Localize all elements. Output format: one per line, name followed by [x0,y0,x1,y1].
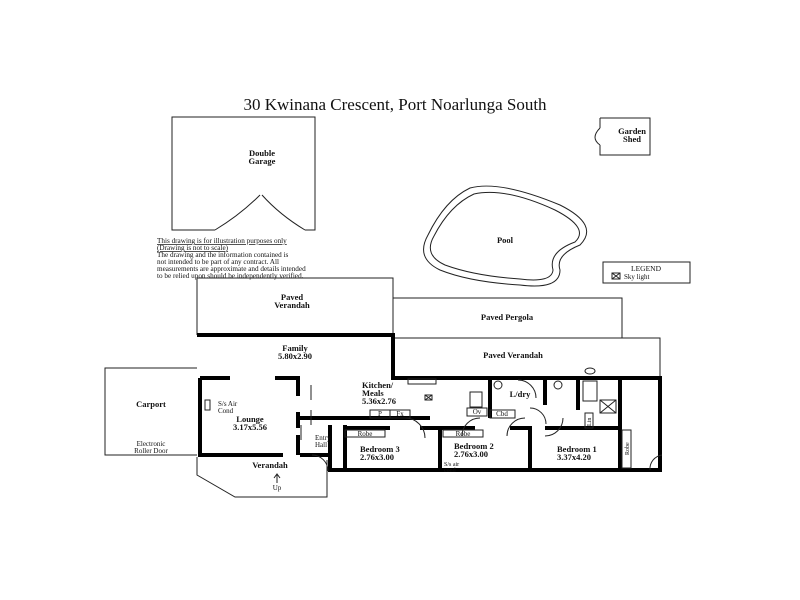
toilet-icon-2 [553,380,563,390]
svg-text:Cbd: Cbd [496,410,508,418]
fixtures [204,367,663,472]
svg-text:cond: cond [444,468,456,474]
svg-text:(Drawing is not to scale): (Drawing is not to scale) [157,244,229,252]
svg-text:Paved Pergola: Paved Pergola [481,312,534,322]
svg-text:Bedroom 2: Bedroom 2 [454,441,494,451]
svg-text:5.36x2.76: 5.36x2.76 [362,396,396,406]
bath-icon [582,380,598,402]
svg-text:This drawing is for illustrati: This drawing is for illustration purpose… [157,237,287,245]
plan-title: 30 Kwinana Crescent, Port Noarlunga Sout… [243,95,547,114]
svg-text:Robe: Robe [625,442,631,455]
legend: LEGEND Sky light [602,261,691,284]
svg-text:Meals: Meals [362,388,384,398]
svg-text:3.17x5.56: 3.17x5.56 [233,422,267,432]
svg-text:Carport: Carport [136,399,166,409]
svg-text:Verandah: Verandah [274,300,310,310]
garden-shed: Garden Shed [594,117,651,156]
svg-text:Kitchen/: Kitchen/ [362,380,394,390]
svg-text:Roller Door: Roller Door [134,447,168,455]
up-arrow-icon [273,473,281,483]
paved-verandah-right: Paved Verandah [393,337,661,378]
paved-verandah-top: Paved Verandah [196,277,394,338]
svg-text:Bedroom 1: Bedroom 1 [557,444,597,454]
room-family: Family 5.80x2.90 [278,343,312,361]
sink-icon [407,378,437,385]
skylight-icon [611,272,621,280]
svg-text:2.76x3.00: 2.76x3.00 [360,452,394,462]
svg-text:LEGEND: LEGEND [631,264,662,273]
room-bedroom-2: Robe Bedroom 2 2.76x3.00 S/s air cond [444,430,494,474]
svg-text:Paved Verandah: Paved Verandah [483,350,543,360]
svg-text:Entry: Entry [315,434,331,442]
house-walls [197,333,662,472]
room-kitchen: Kitchen/ Meals 5.36x2.76 P Fx Ov Cbd [362,380,516,419]
svg-text:Fx: Fx [396,410,404,418]
svg-text:measurements are approximate a: measurements are approximate and details… [157,265,306,273]
svg-text:Robe: Robe [456,430,471,438]
svg-text:3.37x4.20: 3.37x4.20 [557,452,591,462]
carport: Carport Electronic Roller Door [104,367,197,456]
room-entry-hall: Entry Hall [315,434,331,449]
hws-icon [584,367,596,375]
svg-text:2.76x3.00: 2.76x3.00 [454,449,488,459]
svg-text:S/s air: S/s air [444,462,459,468]
paved-pergola: Paved Pergola [393,297,623,338]
svg-text:Hall: Hall [315,441,327,449]
cooktop-icon [469,391,483,408]
toilet-icon [493,380,503,390]
room-bedroom-3: Robe Bedroom 3 2.76x3.00 [358,430,400,462]
shower-icon [599,399,617,414]
room-laundry: L/dry [510,389,532,399]
svg-text:5.80x2.90: 5.80x2.90 [278,351,312,361]
svg-text:Family: Family [282,343,308,353]
svg-text:Up: Up [273,484,282,492]
svg-text:Lounge: Lounge [236,414,264,424]
svg-text:Cond: Cond [218,407,234,415]
skylight-icon-kitchen [424,394,433,401]
svg-text:to be relied upon should be in: to be relied upon should be independentl… [157,272,304,280]
front-verandah: Verandah Up [196,457,328,498]
svg-text:S/s Air: S/s Air [218,400,238,408]
room-bedroom-1: Lin Robe Bedroom 1 3.37x4.20 [557,412,632,469]
svg-text:Sky light: Sky light [624,273,650,281]
svg-text:Paved: Paved [281,292,303,302]
svg-text:P: P [378,410,382,418]
svg-text:Double: Double [249,148,275,158]
svg-text:Shed: Shed [623,134,641,144]
svg-text:Verandah: Verandah [252,460,288,470]
double-garage: Double Garage [171,116,316,231]
svg-text:Garden: Garden [618,126,646,136]
svg-text:not intended to be part of any: not intended to be part of any contract.… [157,258,279,266]
pool: Pool [423,185,588,287]
svg-text:Pool: Pool [497,235,514,245]
svg-text:Ov: Ov [473,408,482,416]
room-lounge: S/s Air Cond Lounge 3.17x5.56 [218,400,267,432]
svg-text:Electronic: Electronic [137,440,166,448]
disclaimer: This drawing is for illustration purpose… [157,237,306,280]
svg-text:Garage: Garage [249,156,276,166]
svg-text:Robe: Robe [358,430,373,438]
svg-text:Bedroom 3: Bedroom 3 [360,444,400,454]
svg-text:Lin: Lin [587,418,593,426]
svg-text:The drawing and the informatio: The drawing and the information containe… [157,251,289,259]
